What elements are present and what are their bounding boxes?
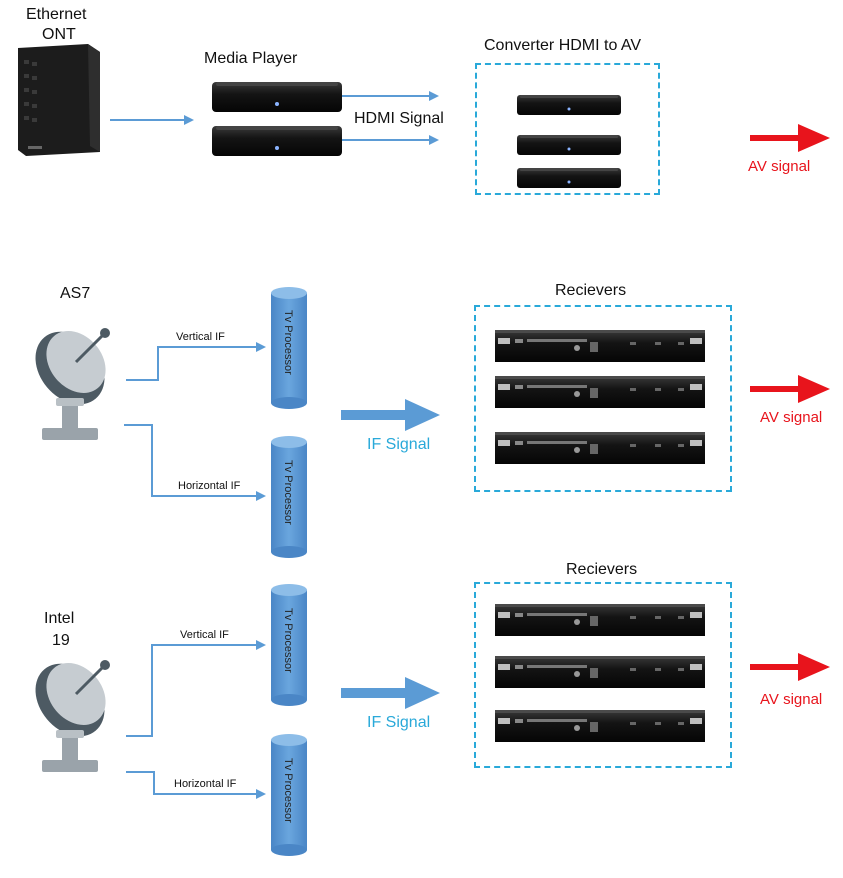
as7-vertical-line [126,342,266,381]
av-signal-label-top: AV signal [748,158,811,175]
converter-label: Converter HDMI to AV [484,37,642,54]
as7-if-signal-label: IF Signal [367,436,431,453]
as7-receivers-label: Recievers [555,282,627,299]
av-arrow-top [750,124,830,152]
intel-horizontal-if-label: Horizontal IF [174,778,237,790]
av-arrow-intel [750,653,830,681]
intel-receivers-box [474,582,732,768]
av-signal-label-intel: AV signal [760,691,823,708]
intel-processor-2-label: Tv Processor [282,758,294,823]
intel-vertical-line [126,640,266,737]
ont-device [18,44,100,156]
intel-if-signal-label: IF Signal [367,714,431,731]
as7-horizontal-if-label: Horizontal IF [178,480,241,492]
intel-vertical-if-label: Vertical IF [180,629,229,641]
converter-group-box [475,63,660,195]
intel-if-arrow [341,677,440,709]
av-arrow-as7 [750,375,830,403]
as7-sat-label: AS7 [60,285,91,302]
hdmi-signal-label: HDMI Signal [354,110,444,127]
as7-processor-1 [271,287,307,409]
intel-dish [19,648,121,774]
intel-sat-label-line1: Intel [44,610,75,627]
media-player-label: Media Player [204,50,298,67]
intel-sat-label-line2: 19 [52,632,70,649]
ont-label-line2: ONT [42,26,76,43]
as7-processor-2-label: Tv Processor [282,460,294,525]
as7-horizontal-line [124,424,266,501]
ont-label-line1: Ethernet [26,6,87,23]
intel-processor-2 [271,734,307,856]
as7-if-arrow [341,399,440,431]
intel-processor-1-label: Tv Processor [282,608,294,673]
as7-processor-2 [271,436,307,558]
intel-horizontal-line [126,771,266,799]
av-signal-label-as7: AV signal [760,409,823,426]
as7-processor-1-label: Tv Processor [282,310,294,375]
intel-receivers-label: Recievers [566,561,638,578]
as7-vertical-if-label: Vertical IF [176,331,225,343]
media-player-1 [212,82,342,112]
as7-receivers-box [474,305,732,492]
as7-dish [19,316,121,442]
intel-processor-1 [271,584,307,706]
media-player-2 [212,126,342,156]
